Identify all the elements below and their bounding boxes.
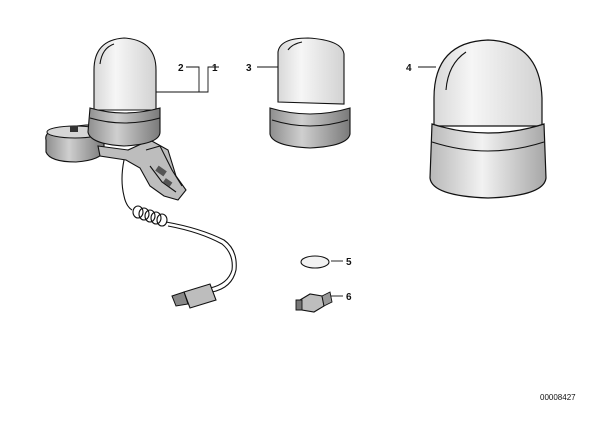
lens-cover-dome: [277, 37, 345, 105]
large-lens-drawing: [418, 39, 547, 199]
bulb: [299, 293, 325, 313]
large-lens-dome: [433, 39, 543, 127]
beacon-assembly-drawing: [45, 37, 237, 309]
large-lens-base: [429, 123, 547, 199]
cable-coil: [132, 205, 168, 227]
bulb-drawing: [295, 291, 343, 313]
callout-4: 4: [406, 63, 412, 74]
gasket-ring: [300, 255, 330, 269]
beacon-base: [87, 107, 161, 147]
lens-cover-ring: [269, 107, 351, 149]
beacon-dome: [93, 37, 157, 111]
mount-bracket: [97, 139, 187, 201]
foot-hole: [70, 126, 78, 132]
lens-cover-drawing: [257, 37, 351, 149]
callout-2: 2: [178, 63, 184, 74]
callout-1: 1: [212, 63, 218, 74]
cable: [121, 159, 133, 211]
callout-6: 6: [346, 292, 352, 303]
diagram-code: 00008427: [540, 393, 576, 402]
cable-plug: [183, 283, 217, 309]
callout-5: 5: [346, 257, 352, 268]
leader-1: [156, 66, 219, 93]
leader-2: [186, 66, 200, 92]
gasket-drawing: [300, 255, 343, 269]
callout-3: 3: [246, 63, 252, 74]
